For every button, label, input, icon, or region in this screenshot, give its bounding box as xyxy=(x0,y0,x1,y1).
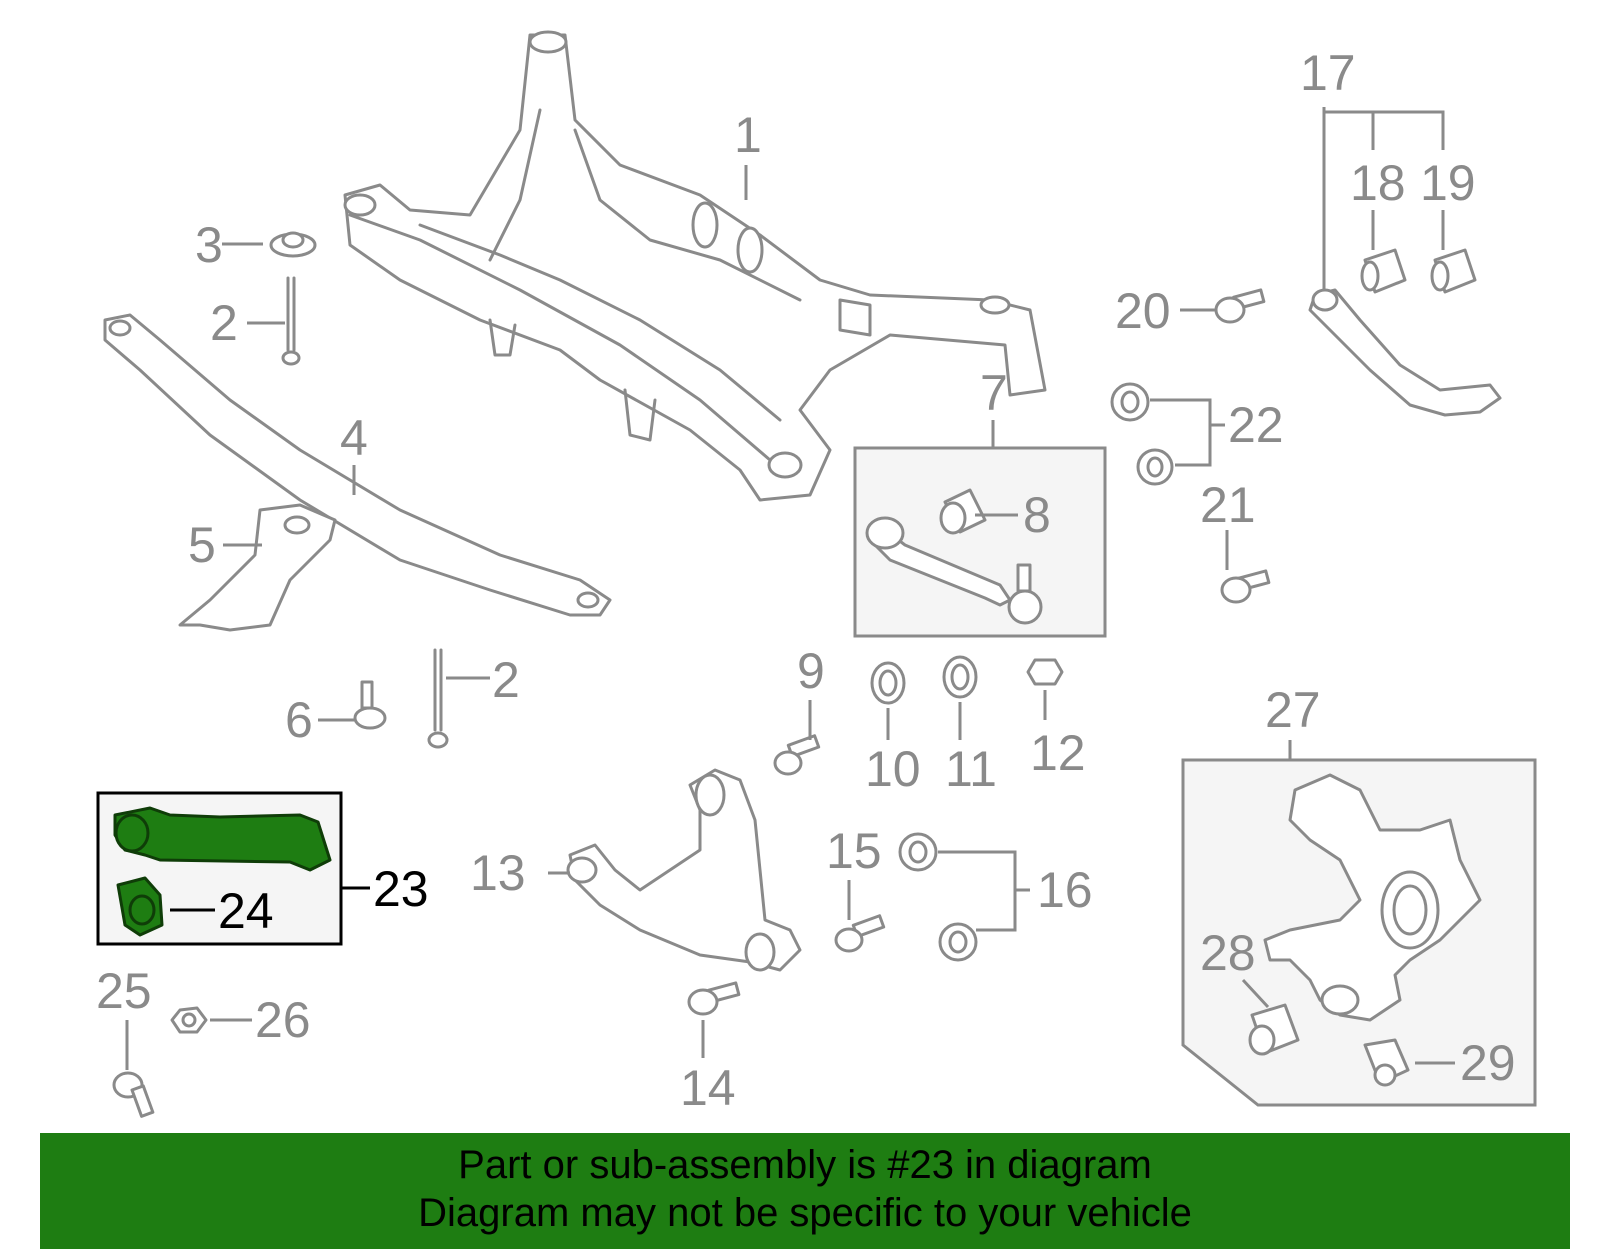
bushing-part-24[interactable] xyxy=(116,876,164,937)
callout-4: 4 xyxy=(340,410,368,466)
bolt-part-6[interactable] xyxy=(353,680,387,730)
nut-part-26[interactable] xyxy=(170,1006,208,1034)
callout-27: 27 xyxy=(1265,682,1321,738)
bushing-part-18[interactable] xyxy=(1360,248,1407,294)
callout-22: 22 xyxy=(1228,397,1284,453)
callout-6: 6 xyxy=(285,692,313,748)
bolt-part-2-upper[interactable] xyxy=(281,276,301,366)
callout-25: 25 xyxy=(96,963,152,1019)
callout-2-upper: 2 xyxy=(210,295,238,351)
callout-29: 29 xyxy=(1460,1035,1516,1091)
bushing-part-22-lower[interactable] xyxy=(1136,448,1174,486)
trailing-link-part-17[interactable] xyxy=(1308,288,1502,417)
bracket-part-5[interactable] xyxy=(178,503,337,632)
bolt-part-21[interactable] xyxy=(1220,569,1271,604)
bushing-part-16-lower[interactable] xyxy=(938,922,978,962)
lateral-link-part-7[interactable] xyxy=(865,516,1043,625)
upper-arm-part-13[interactable] xyxy=(566,768,802,972)
bushing-part-29[interactable] xyxy=(1363,1038,1410,1087)
callout-19: 19 xyxy=(1420,155,1476,211)
callout-5: 5 xyxy=(188,517,216,573)
callout-2-lower: 2 xyxy=(492,652,520,708)
callout-17: 17 xyxy=(1300,45,1356,101)
callout-15: 15 xyxy=(826,823,882,879)
callout-24: 24 xyxy=(218,883,274,939)
bolt-part-2-lower[interactable] xyxy=(427,648,449,749)
knuckle-part-27[interactable] xyxy=(1263,773,1482,1022)
bushing-part-19[interactable] xyxy=(1430,248,1477,294)
bushing-part-28[interactable] xyxy=(1248,1003,1300,1056)
callout-1: 1 xyxy=(734,107,762,163)
leader-lines xyxy=(125,107,1455,1070)
bushing-part-16-upper[interactable] xyxy=(898,832,938,872)
callout-3: 3 xyxy=(195,217,223,273)
bolt-part-15[interactable] xyxy=(834,914,886,953)
bolt-part-20[interactable] xyxy=(1214,288,1266,324)
crossmember-part-4[interactable] xyxy=(103,313,612,617)
info-banner: Part or sub-assembly is #23 in diagram D… xyxy=(40,1133,1570,1249)
bushing-part-8[interactable] xyxy=(939,488,987,535)
bushing-part-22-upper[interactable] xyxy=(1110,382,1150,422)
lower-arm-part-23[interactable] xyxy=(113,806,332,872)
callout-13: 13 xyxy=(470,845,526,901)
callout-11: 11 xyxy=(945,741,997,797)
callout-20: 20 xyxy=(1115,283,1171,339)
washer-part-11[interactable] xyxy=(942,655,978,699)
callout-8: 8 xyxy=(1023,487,1051,543)
callout-16: 16 xyxy=(1037,862,1093,918)
callout-14: 14 xyxy=(680,1060,736,1116)
callout-28: 28 xyxy=(1200,925,1256,981)
callout-23: 23 xyxy=(373,861,429,917)
banner-line-2: Diagram may not be specific to your vehi… xyxy=(418,1191,1192,1235)
callout-10: 10 xyxy=(865,741,921,797)
callout-21: 21 xyxy=(1200,477,1256,533)
callout-7: 7 xyxy=(980,365,1008,421)
bolt-part-9[interactable] xyxy=(773,734,821,776)
subframe-part-1[interactable] xyxy=(343,30,1047,502)
nut-part-12[interactable] xyxy=(1026,658,1064,686)
callout-18: 18 xyxy=(1350,155,1406,211)
bolt-part-25[interactable] xyxy=(112,1071,155,1118)
callout-12: 12 xyxy=(1030,725,1086,781)
callout-labels: 1 2 2 3 4 5 6 7 8 9 10 11 12 13 14 15 16… xyxy=(96,45,1516,1116)
callout-9: 9 xyxy=(797,643,825,699)
callout-26: 26 xyxy=(255,992,311,1048)
banner-line-1: Part or sub-assembly is #23 in diagram xyxy=(458,1143,1152,1187)
bolt-part-14[interactable] xyxy=(687,981,741,1016)
washer-part-3[interactable] xyxy=(269,231,317,258)
washer-part-10[interactable] xyxy=(870,661,906,705)
